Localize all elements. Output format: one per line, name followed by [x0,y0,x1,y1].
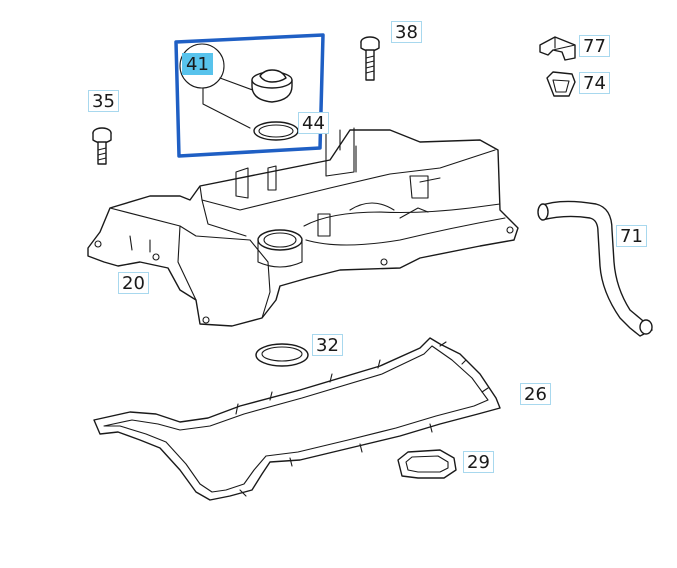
seal-ring-44[interactable] [253,121,299,141]
callout-circle [179,43,225,89]
seal-29[interactable] [397,449,457,479]
label-32[interactable]: 32 [312,334,343,356]
label-77[interactable]: 77 [579,35,610,57]
selection-frame [174,33,325,158]
label-26[interactable]: 26 [520,383,551,405]
seal-ring-32[interactable] [255,343,309,367]
label-35[interactable]: 35 [88,90,119,112]
gasket-26[interactable] [93,337,501,501]
label-20[interactable]: 20 [118,272,149,294]
label-44[interactable]: 44 [298,112,329,134]
clip-77[interactable] [539,36,576,61]
label-74[interactable]: 74 [579,72,610,94]
leader-44 [202,87,251,129]
label-71[interactable]: 71 [616,225,647,247]
bolt-38[interactable] [360,36,380,81]
valve-cover-20[interactable] [87,127,519,327]
oil-cap-41[interactable] [251,69,293,103]
breather-hose-71[interactable] [537,200,653,337]
label-41[interactable]: 41 [182,53,213,75]
label-29[interactable]: 29 [463,451,494,473]
label-38[interactable]: 38 [391,21,422,43]
bolt-35[interactable] [92,127,112,165]
grommet-74[interactable] [546,71,576,97]
